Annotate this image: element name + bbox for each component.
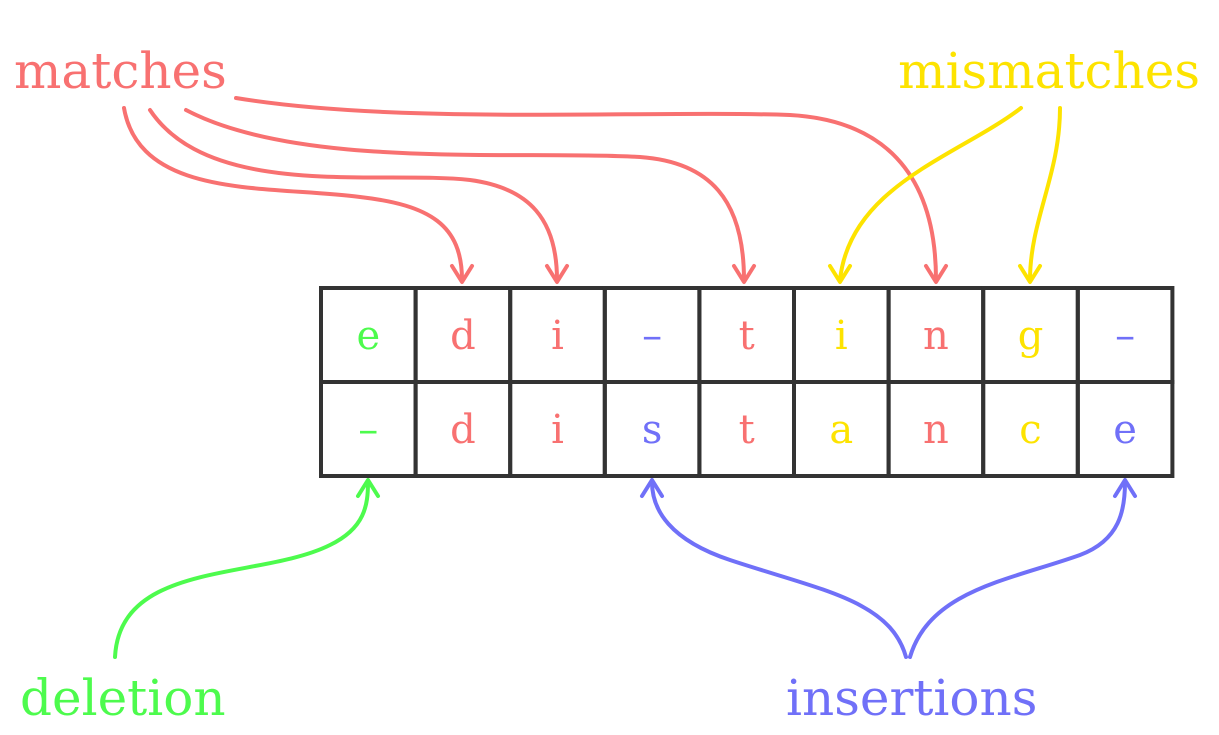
top-row-char: g	[1018, 313, 1044, 359]
bottom-row-char: a	[829, 407, 853, 453]
insertion-arrow-e	[908, 480, 1127, 659]
insertions-label: insertions	[786, 669, 1037, 727]
mismatch-arrow-i	[838, 106, 1023, 282]
bottom-row-char: –	[358, 407, 378, 453]
match-arrows	[122, 96, 938, 282]
deletion-label: deletion	[20, 669, 226, 727]
top-row-char: n	[923, 313, 949, 359]
bottom-row-char: t	[739, 407, 755, 453]
bottom-row-char: e	[1113, 407, 1137, 453]
match-arrow-i	[148, 108, 559, 282]
bottom-row-char: n	[923, 407, 949, 453]
match-arrowheads	[450, 264, 948, 284]
match-arrow-n	[234, 96, 938, 282]
top-row-char: d	[450, 313, 476, 359]
insertion-arrows	[640, 478, 1137, 659]
match-arrow-d	[122, 106, 464, 282]
matches-label: matches	[14, 42, 227, 100]
mismatch-arrow-g	[1028, 106, 1062, 282]
bottom-row-cell	[1075, 380, 1175, 478]
top-row-char: t	[739, 313, 755, 359]
top-row-char: e	[356, 313, 380, 359]
top-row-char: i	[551, 313, 564, 359]
bottom-row-char: c	[1019, 407, 1041, 453]
mismatches-label: mismatches	[898, 42, 1200, 100]
match-arrow-t	[184, 108, 746, 282]
top-row-char: –	[642, 313, 662, 359]
deletion-arrow	[113, 478, 380, 659]
bottom-row-char: s	[642, 407, 663, 453]
mismatch-arrows	[828, 106, 1062, 284]
top-row-char: –	[1115, 313, 1135, 359]
alignment-grid: e d i – t i n g – – d i s t a n c e	[319, 286, 1175, 478]
top-row-char: i	[835, 313, 848, 359]
insertion-arrow-s	[650, 480, 908, 659]
bottom-row-char: d	[450, 407, 476, 453]
bottom-row-char: i	[551, 407, 564, 453]
